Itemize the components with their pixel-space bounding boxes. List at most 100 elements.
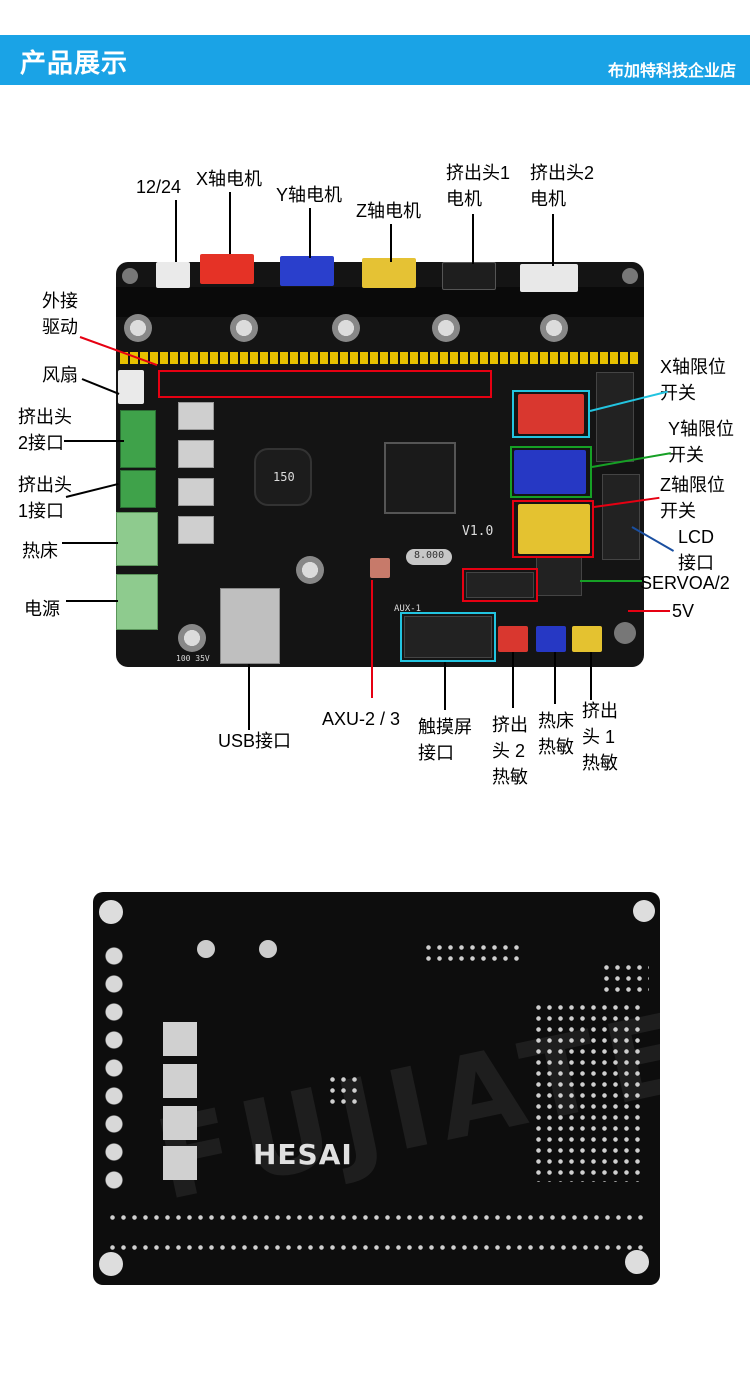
driver-header-strip	[116, 287, 644, 317]
leader-line	[66, 600, 118, 602]
label-extruder1-port-a: 挤出头	[18, 475, 72, 495]
label-ext2-therm-a: 挤出	[492, 715, 528, 735]
header-pin-holes	[327, 1074, 361, 1110]
label-x-limit-a: X轴限位	[660, 357, 727, 377]
capacitor	[540, 314, 568, 342]
y-limit-connector	[514, 450, 586, 494]
lcd-header	[596, 372, 634, 462]
leader-line	[175, 200, 177, 262]
label-12-24: 12/24	[136, 177, 182, 197]
leader-line-green	[580, 580, 642, 582]
label-extruder2-motor-b: 电机	[530, 189, 566, 209]
label-x-motor: X轴电机	[196, 169, 263, 189]
header-bar: 产品展示 布加特科技企业店	[0, 35, 750, 85]
mounting-hole	[622, 268, 638, 284]
back-logo: HESAI	[253, 1138, 353, 1171]
mosfet	[178, 440, 214, 468]
lcd-header	[602, 474, 640, 560]
terminal-solder-pads	[103, 942, 125, 1192]
driver-pin-row	[120, 352, 640, 364]
shop-name: 布加特科技企业店	[607, 63, 736, 80]
leader-line	[444, 662, 446, 710]
leader-line	[512, 652, 514, 708]
capacitor-value-label: 100 35V	[176, 654, 210, 663]
leader-line	[309, 208, 311, 258]
board-front-photo: 150 V1.0 8.000 AUX-1 100 35V	[116, 254, 644, 667]
label-z-motor: Z轴电机	[356, 201, 421, 221]
usb-port	[220, 588, 280, 664]
label-extruder2-port-b: 2接口	[18, 433, 65, 453]
reset-button	[370, 558, 390, 578]
crystal-oscillator	[406, 549, 452, 565]
crystal-label: 8.000	[414, 550, 445, 561]
mosfet	[178, 478, 214, 506]
label-external-driver-b: 驱动	[42, 317, 78, 337]
capacitor	[178, 624, 206, 652]
leader-line	[472, 214, 474, 264]
mcu-chip	[384, 442, 456, 514]
page-title: 产品展示	[20, 48, 129, 78]
leader-line	[62, 542, 118, 544]
leader-line	[248, 664, 250, 730]
via	[197, 940, 215, 958]
mounting-hole	[614, 622, 636, 644]
mounting-hole	[633, 900, 655, 922]
label-extruder1-port-b: 1接口	[18, 501, 65, 521]
mounting-hole	[122, 268, 138, 284]
aux-callout-frame	[462, 568, 538, 602]
aux1-label: AUX-1	[394, 604, 422, 614]
label-ext1-therm-c: 热敏	[582, 753, 618, 773]
leader-line	[81, 378, 120, 395]
label-external-driver-a: 外接	[42, 291, 78, 311]
x-limit-connector	[518, 394, 584, 434]
label-heatbed: 热床	[22, 541, 58, 561]
heatbed-terminal	[116, 512, 158, 566]
touch-screen-header	[404, 616, 492, 658]
header-pin-holes	[533, 1002, 643, 1182]
label-ext2-therm-c: 热敏	[492, 767, 528, 787]
aux2-3-header	[466, 572, 534, 598]
label-extruder1-motor-b: 电机	[446, 189, 482, 209]
label-z-limit-a: Z轴限位	[660, 475, 725, 495]
label-lcd-a: LCD	[678, 527, 715, 547]
mosfet-pad	[163, 1106, 197, 1140]
y-motor-connector	[280, 256, 334, 286]
mosfet-pad	[163, 1064, 197, 1098]
capacitor	[296, 556, 324, 584]
leader-line-red	[371, 580, 373, 698]
driver-pin-holes	[107, 1212, 647, 1226]
mosfet	[178, 402, 214, 430]
extruder1-thermistor-connector	[572, 626, 602, 652]
capacitor	[230, 314, 258, 342]
z-limit-connector	[518, 504, 590, 554]
leader-line	[554, 652, 556, 704]
label-usb: USB接口	[218, 731, 292, 751]
mosfet-pad	[163, 1022, 197, 1056]
external-driver-callout-frame	[158, 370, 492, 398]
inductor	[254, 448, 312, 506]
label-y-limit-a: Y轴限位	[668, 419, 735, 439]
via	[259, 940, 277, 958]
servo-header	[536, 556, 582, 596]
extruder2-terminal	[120, 410, 156, 468]
leader-line	[390, 224, 392, 262]
fan-connector	[118, 370, 144, 404]
x-motor-connector	[200, 254, 254, 284]
header-pin-holes	[423, 942, 523, 966]
label-extruder1-motor-a: 挤出头1	[446, 163, 511, 183]
label-bed-therm-a: 热床	[538, 711, 574, 731]
label-power: 电源	[24, 599, 60, 619]
mounting-hole	[99, 1252, 123, 1276]
header-pin-holes	[601, 962, 649, 996]
inductor-label: 150	[273, 470, 295, 484]
label-touch-b: 接口	[418, 743, 454, 763]
label-ext1-therm-a: 挤出	[582, 701, 618, 721]
mosfet-pad	[163, 1146, 197, 1180]
mounting-hole	[99, 900, 123, 924]
label-lcd-b: 接口	[678, 553, 714, 573]
extruder2-thermistor-connector	[498, 626, 528, 652]
touch-callout-frame	[400, 612, 496, 662]
extruder1-motor-connector	[442, 262, 496, 290]
capacitor	[124, 314, 152, 342]
leader-line	[552, 214, 554, 266]
